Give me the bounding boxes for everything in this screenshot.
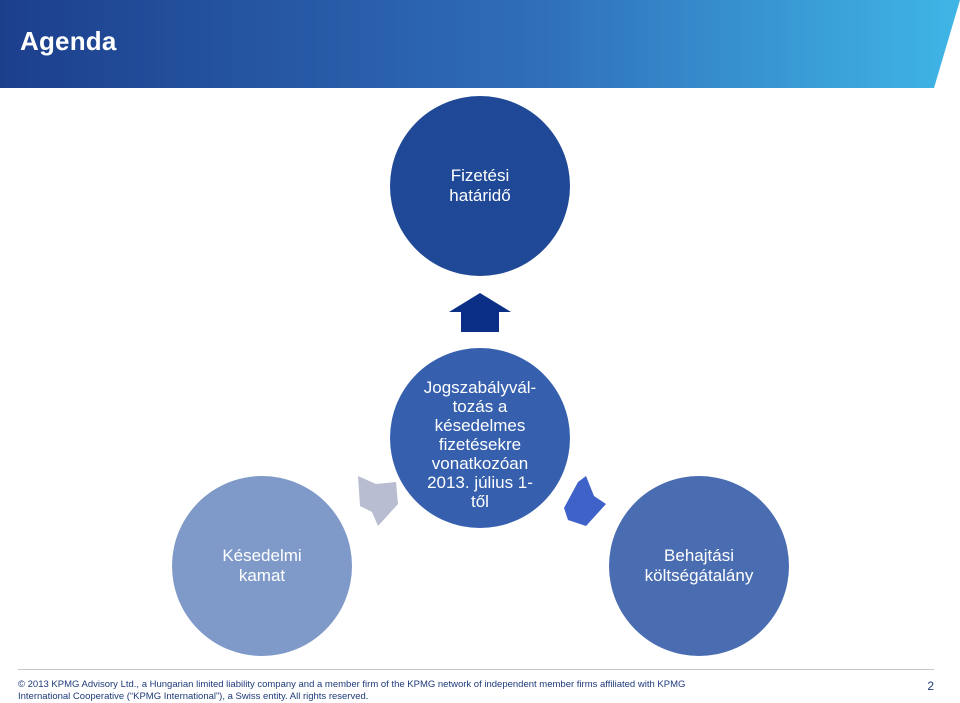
page-number: 2 bbox=[927, 679, 934, 693]
footer-divider bbox=[18, 669, 934, 670]
header-band bbox=[0, 0, 960, 88]
circle-top: Fizetési határidő bbox=[390, 96, 570, 276]
footer-copyright: © 2013 KPMG Advisory Ltd., a Hungarian l… bbox=[18, 679, 686, 702]
arrow-up-icon bbox=[449, 293, 511, 332]
circle-right-label: Behajtási költségátalány bbox=[644, 546, 754, 585]
circle-center-label: Jogszabályvál- tozás a késedelmes fizeté… bbox=[423, 377, 537, 511]
page-title: Agenda bbox=[20, 26, 117, 56]
arrow-right-icon bbox=[564, 476, 606, 526]
circle-top-label: Fizetési határidő bbox=[449, 166, 511, 205]
circle-left: Késedelmi kamat bbox=[172, 476, 352, 656]
header-gradient bbox=[0, 0, 960, 88]
circle-center: Jogszabályvál- tozás a késedelmes fizeté… bbox=[390, 348, 570, 528]
circle-right: Behajtási költségátalány bbox=[609, 476, 789, 656]
circle-left-label: Késedelmi kamat bbox=[222, 546, 302, 585]
arrow-left-icon bbox=[358, 476, 398, 526]
header-band-shape bbox=[0, 0, 960, 88]
